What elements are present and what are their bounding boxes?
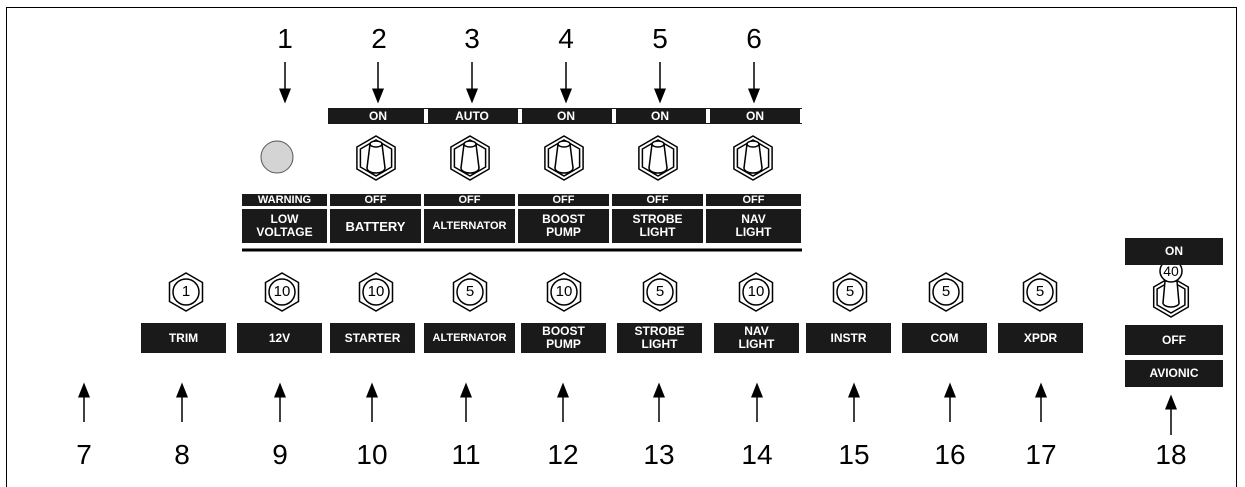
callout-number: 12 (547, 439, 579, 470)
callout-number: 7 (76, 439, 92, 470)
switch-state-off: OFF (706, 194, 801, 206)
circuit-breaker[interactable] (546, 272, 582, 312)
callout-number: 13 (643, 439, 675, 470)
switch-state-off: OFF (424, 194, 515, 206)
breaker-rating: 5 (465, 283, 475, 300)
breaker-rating: 10 (367, 283, 385, 300)
breaker-label-alternator: ALTERNATOR (424, 323, 515, 353)
breaker-rating: 5 (941, 283, 951, 300)
toggle-switch[interactable] (733, 135, 773, 181)
circuit-breaker[interactable] (452, 272, 488, 312)
breaker-label-instr: INSTR (806, 323, 891, 353)
breaker-rating: 5 (1035, 283, 1045, 300)
avionic-off-label: OFF (1125, 325, 1223, 355)
avionic-switch-breaker[interactable] (1152, 259, 1190, 318)
breaker-label-starter: STARTER (330, 323, 415, 353)
breaker-label-boost-pump: BOOST PUMP (521, 323, 606, 353)
callout-number: 18 (1155, 439, 1187, 470)
breaker-rating: 1 (181, 283, 191, 300)
callout-number: 10 (356, 439, 388, 470)
circuit-breaker[interactable] (1022, 272, 1058, 312)
breaker-label-strobe-light: STROBE LIGHT (617, 323, 702, 353)
breaker-rating: 10 (747, 283, 765, 300)
callout-number: 8 (174, 439, 190, 470)
toggle-switch[interactable] (356, 135, 396, 181)
breaker-rating: 5 (845, 283, 855, 300)
breaker-label-xpdr: XPDR (998, 323, 1083, 353)
strobe-light-switch-label: STROBE LIGHT (612, 209, 703, 243)
circuit-breaker[interactable] (358, 272, 394, 312)
breaker-label-nav-light: NAV LIGHT (714, 323, 799, 353)
switch-state-on: ON (618, 108, 702, 124)
avionic-rating: 40 (1163, 263, 1179, 279)
breaker-label-12v: 12V (237, 323, 322, 353)
breaker-label-com: COM (902, 323, 987, 353)
breaker-rating: 10 (555, 283, 573, 300)
callout-number: 4 (558, 23, 574, 54)
switch-state-on: ON (712, 108, 798, 124)
circuit-breaker[interactable] (642, 272, 678, 312)
circuit-breaker[interactable] (168, 272, 204, 312)
callout-number: 3 (464, 23, 480, 54)
switch-state-off: OFF (612, 194, 703, 206)
switch-state-auto: AUTO (430, 108, 514, 124)
callout-number: 15 (838, 439, 870, 470)
callout-number: 16 (934, 439, 966, 470)
battery-label: BATTERY (330, 209, 421, 243)
callout-number: 1 (277, 23, 293, 54)
avionic-label: AVIONIC (1125, 360, 1223, 387)
warning-label: WARNING (242, 194, 327, 206)
circuit-breaker[interactable] (832, 272, 868, 312)
circuit-breaker[interactable] (738, 272, 774, 312)
callout-number: 6 (746, 23, 762, 54)
circuit-breaker[interactable] (928, 272, 964, 312)
electrical-panel-diagram: 1 2 3 4 5 6 (6, 7, 1237, 487)
toggle-switch[interactable] (544, 135, 584, 181)
callout-number: 2 (371, 23, 387, 54)
toggle-switch[interactable] (638, 135, 678, 181)
callout-number: 5 (652, 23, 668, 54)
warning-lamp (260, 140, 294, 174)
switch-state-on: ON (336, 108, 420, 124)
callout-number: 11 (451, 439, 481, 470)
panel-frame (6, 7, 1237, 487)
breaker-label-trim: TRIM (141, 323, 226, 353)
callout-number: 14 (741, 439, 773, 470)
switch-state-off: OFF (518, 194, 609, 206)
avionic-on-label: ON (1125, 238, 1223, 265)
breaker-rating: 10 (273, 283, 291, 300)
alternator-switch-label: ALTERNATOR (424, 209, 515, 243)
circuit-breaker[interactable] (264, 272, 300, 312)
toggle-switch[interactable] (450, 135, 490, 181)
nav-light-switch-label: NAV LIGHT (706, 209, 801, 243)
switch-state-on: ON (524, 108, 608, 124)
callout-number: 9 (272, 439, 288, 470)
switch-state-off: OFF (330, 194, 421, 206)
low-voltage-label: LOW VOLTAGE (242, 209, 327, 243)
callout-number: 17 (1025, 439, 1057, 470)
boost-pump-switch-label: BOOST PUMP (518, 209, 609, 243)
breaker-rating: 5 (655, 283, 665, 300)
